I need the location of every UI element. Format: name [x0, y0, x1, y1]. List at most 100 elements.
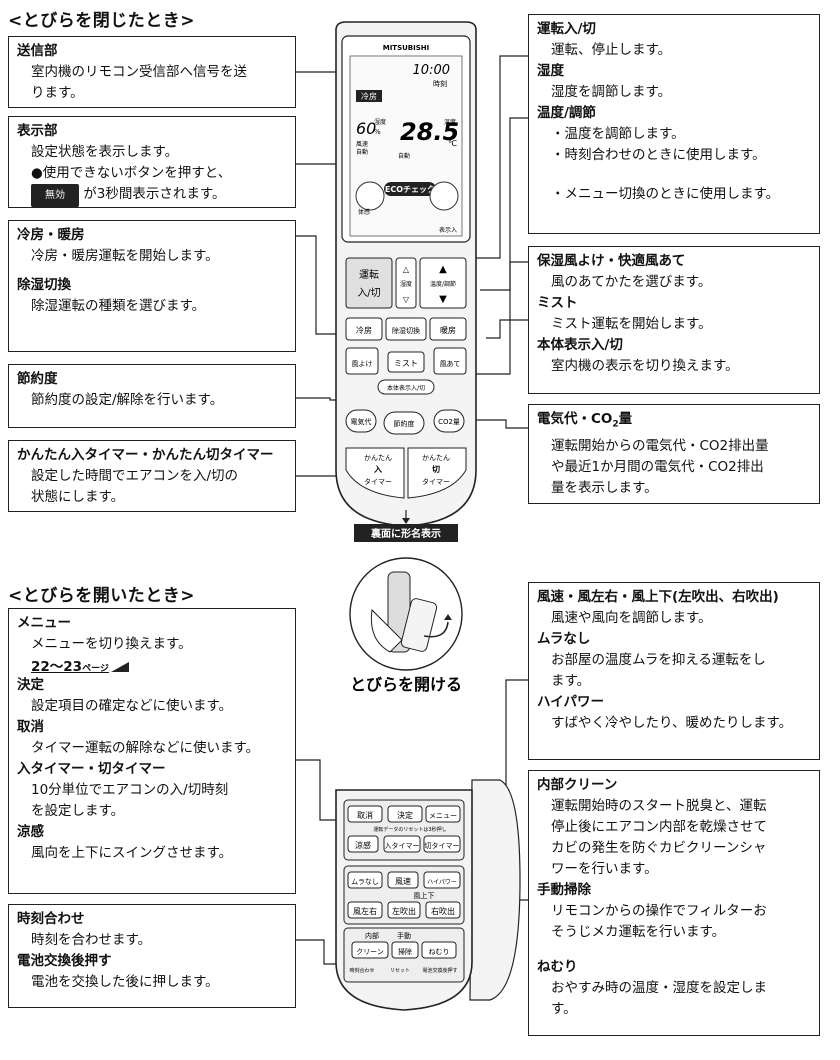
comfort-button-label: 風あて: [440, 360, 461, 368]
swing-line: 風向を上下にスイングさせます。: [31, 845, 233, 861]
electricity-line2: や最近1か月間の電気代・CO2排出: [551, 458, 764, 475]
easy-off-label-3: タイマー: [422, 477, 450, 486]
lcd-clock-label: 時刻: [433, 79, 447, 88]
even-line1: お部屋の温度ムラを抑える運転をし: [551, 652, 766, 668]
shield-button-label: 風よけ: [352, 360, 373, 368]
open-right-button[interactable]: [425, 901, 461, 919]
cool-button[interactable]: [345, 317, 383, 341]
electricity-line3: 量を表示します。: [551, 479, 658, 496]
open-remote: 取消 決定 メニュー 運転データのリセットは3秒押し 涼感 入タイマー 切タイマ…: [335, 779, 521, 1011]
easy-on-timer-button[interactable]: [345, 447, 405, 499]
easy-off-timer-button[interactable]: [407, 447, 467, 499]
cancel-line: タイマー運転の解除などに使います。: [31, 740, 260, 756]
co2-button[interactable]: [433, 409, 465, 433]
humidity-button[interactable]: [395, 257, 417, 309]
elec-button[interactable]: [345, 409, 377, 433]
dehum-button[interactable]: [385, 317, 427, 341]
timer-title: かんたん入タイマー・かんたん切タイマー: [17, 447, 274, 463]
heat-button-label: 暖房: [440, 325, 456, 335]
saving-line: 節約度の設定/解除を行います。: [31, 392, 224, 408]
open-cancel-button[interactable]: [347, 805, 383, 823]
menu-pageref[interactable]: 22〜23ページ: [31, 659, 109, 675]
open-swing-button[interactable]: [347, 835, 379, 853]
fan-title: 風速・風左右・風上下(左吹出、右吹出): [537, 589, 779, 605]
manual-line1: リモコンからの操作でフィルターお: [551, 903, 767, 919]
open-hipower-button[interactable]: [423, 871, 461, 889]
transmitter-box: 送信部 室内機のリモコン受信部へ信号を送 ります。: [8, 36, 296, 108]
open-on-timer-button[interactable]: [383, 835, 421, 853]
shield-button[interactable]: [345, 347, 379, 375]
open-clock-label[interactable]: 時刻合わせ: [349, 967, 374, 974]
door-open-illustration: [349, 557, 463, 671]
lcd-indoor-label: 表示入: [439, 226, 457, 234]
cool-heat-box: 冷房・暖房 冷房・暖房運転を開始します。 除湿切換 除湿運転の種類を選びます。: [8, 220, 296, 352]
unit-display-title: 本体表示入/切: [537, 337, 623, 353]
open-even-button[interactable]: [347, 871, 383, 889]
clean-line2: 停止後にエアコン内部を乾燥させて: [551, 819, 767, 835]
power-title: 運転入/切: [537, 21, 596, 37]
open-on-timer-label: 入タイマー: [385, 841, 420, 850]
open-sleep-button[interactable]: [421, 941, 457, 959]
sleep-line2: す。: [551, 1001, 577, 1017]
mist-title: ミスト: [537, 295, 578, 311]
open-menu-label: メニュー: [429, 812, 457, 820]
heat-button[interactable]: [429, 317, 467, 341]
open-off-timer-button[interactable]: [423, 835, 461, 853]
lcd-temp: 28.5: [400, 118, 459, 146]
fan-box: 風速・風左右・風上下(左吹出、右吹出) 風速や風向を調節します。 ムラなし お部…: [528, 582, 820, 760]
open-decide-button[interactable]: [387, 805, 423, 823]
open-clean-button[interactable]: [351, 941, 389, 959]
sleep-line1: おやすみ時の温度・湿度を設定しま: [551, 980, 767, 996]
open-fan-label: 風速: [395, 877, 411, 886]
power-button[interactable]: [345, 257, 393, 309]
open-internal-label: 内部: [365, 931, 379, 940]
open-left-label: 左吹出: [392, 906, 416, 916]
transmitter-line1: 室内機のリモコン受信部へ信号を送: [31, 64, 247, 80]
manual-line2: そうじメカ運転を行います。: [551, 924, 726, 940]
hipower-title: ハイパワー: [537, 694, 604, 710]
open-reset-label[interactable]: リセット: [390, 968, 410, 974]
open-fan-button[interactable]: [387, 871, 419, 889]
open-lr-button[interactable]: [347, 901, 383, 919]
open-lr-label: 風左右: [353, 906, 377, 916]
airflow-line: 風のあてかたを選びます。: [551, 274, 712, 290]
display-line3-wrap: 無効 が3秒間表示されます。: [17, 184, 287, 207]
open-menu-button[interactable]: [425, 805, 461, 823]
temp-line1: ・温度を調節します。: [551, 126, 685, 142]
display-box: 表示部 設定状態を表示します。 ●使用できないボタンを押すと、 無効 が3秒間表…: [8, 116, 296, 208]
open-sweep-button[interactable]: [391, 941, 419, 959]
elec-button-label: 電気代: [351, 417, 372, 426]
easy-off-label-1: かんたん: [422, 454, 450, 462]
open-decide-label: 決定: [397, 810, 413, 820]
open-sleep-label: ねむり: [429, 948, 450, 956]
electricity-box: 電気代・CO2量 運転開始からの電気代・CO2排出量 や最近1か月間の電気代・C…: [528, 404, 820, 504]
open-reset-note: 運転データのリセットは3秒押し: [373, 826, 446, 833]
saving-box: 節約度 節約度の設定/解除を行います。: [8, 364, 296, 428]
open-left-button[interactable]: [387, 901, 421, 919]
cool-heat-title: 冷房・暖房: [17, 227, 85, 243]
mist-button[interactable]: [387, 351, 425, 373]
saving-button-label: 節約度: [394, 419, 415, 428]
humidity-title: 湿度: [537, 63, 564, 79]
temp-line3: ・メニュー切換のときに使用します。: [551, 186, 780, 202]
unit-display-button[interactable]: [377, 379, 435, 395]
open-battery-label[interactable]: 電池交換後押す: [422, 967, 457, 974]
cancel-title: 取消: [17, 719, 44, 735]
menu-line: メニューを切り換えます。: [31, 636, 192, 652]
temp-up-icon: ▲: [439, 264, 447, 275]
even-line2: ます。: [551, 673, 591, 689]
saving-title: 節約度: [17, 371, 58, 387]
electricity-title: 電気代・CO2量: [537, 411, 633, 430]
unit-display-label: 本体表示入/切: [387, 384, 425, 392]
clock-box: 時刻合わせ 時刻を合わせます。 電池交換後押す 電池を交換した後に押します。: [8, 904, 296, 1008]
power-button-label-2: 入/切: [357, 287, 380, 299]
temp-button[interactable]: [419, 257, 467, 309]
temp-button-label: 温度/調節: [430, 280, 456, 288]
temp-title: 温度/調節: [537, 105, 596, 121]
easy-off-label-2: 切: [432, 464, 440, 474]
transmitter-line2: ります。: [31, 85, 84, 101]
saving-button[interactable]: [383, 411, 425, 435]
display-line1: 設定状態を表示します。: [31, 144, 179, 160]
comfort-button[interactable]: [433, 347, 467, 375]
clean-line1: 運転開始時のスタート脱臭と、運転: [551, 798, 767, 814]
